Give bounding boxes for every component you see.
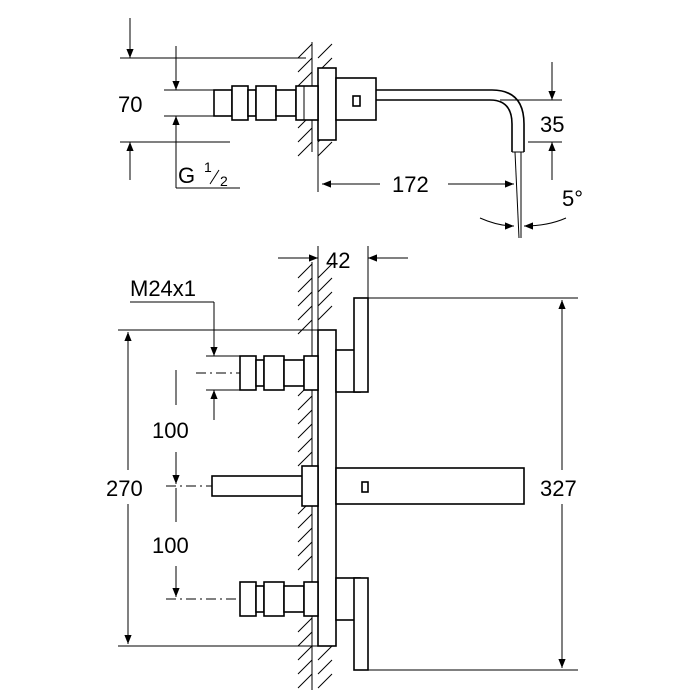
valve-body-top [213,85,319,121]
mounting-plate-top [317,67,337,141]
front-view: 42 M24x1 270 100 [106,246,578,690]
dim-m24-label: M24x1 [130,276,196,301]
dim-35: 35 [500,62,564,180]
dim-35-label: 35 [540,112,564,137]
dim-angle: 5° [479,186,583,230]
dim-100-lower: 100 [152,488,189,597]
dim-172-label: 172 [392,172,429,197]
dim-70: 70 [118,18,306,180]
dim-g-den: 2 [220,173,228,189]
dim-42-label: 42 [326,248,350,273]
dim-thread-g: G 1 2 [164,46,240,189]
dim-m24: M24x1 [130,276,240,420]
dim-327-label: 327 [540,476,577,501]
dim-42: 42 [278,246,408,330]
top-view: 70 G 1 2 35 172 [118,18,583,239]
lower-handle [335,577,369,671]
dim-70-label: 70 [118,92,142,117]
dim-g-label: G [178,163,195,188]
dim-270: 270 [106,332,143,644]
dim-100-upper-label: 100 [152,418,189,443]
lower-valve [166,581,319,617]
dim-g-num: 1 [204,159,212,175]
dim-327: 327 [540,300,577,668]
middle-spout [166,465,525,507]
upper-handle [335,297,369,393]
dim-angle-label: 5° [562,186,583,211]
dim-172: 172 [317,140,514,197]
dim-100-lower-label: 100 [152,533,189,558]
upper-valve [196,355,319,391]
mounting-plate-front [317,329,337,647]
dim-100-upper: 100 [152,370,189,484]
dim-270-label: 270 [106,476,143,501]
spout-side [335,77,525,239]
